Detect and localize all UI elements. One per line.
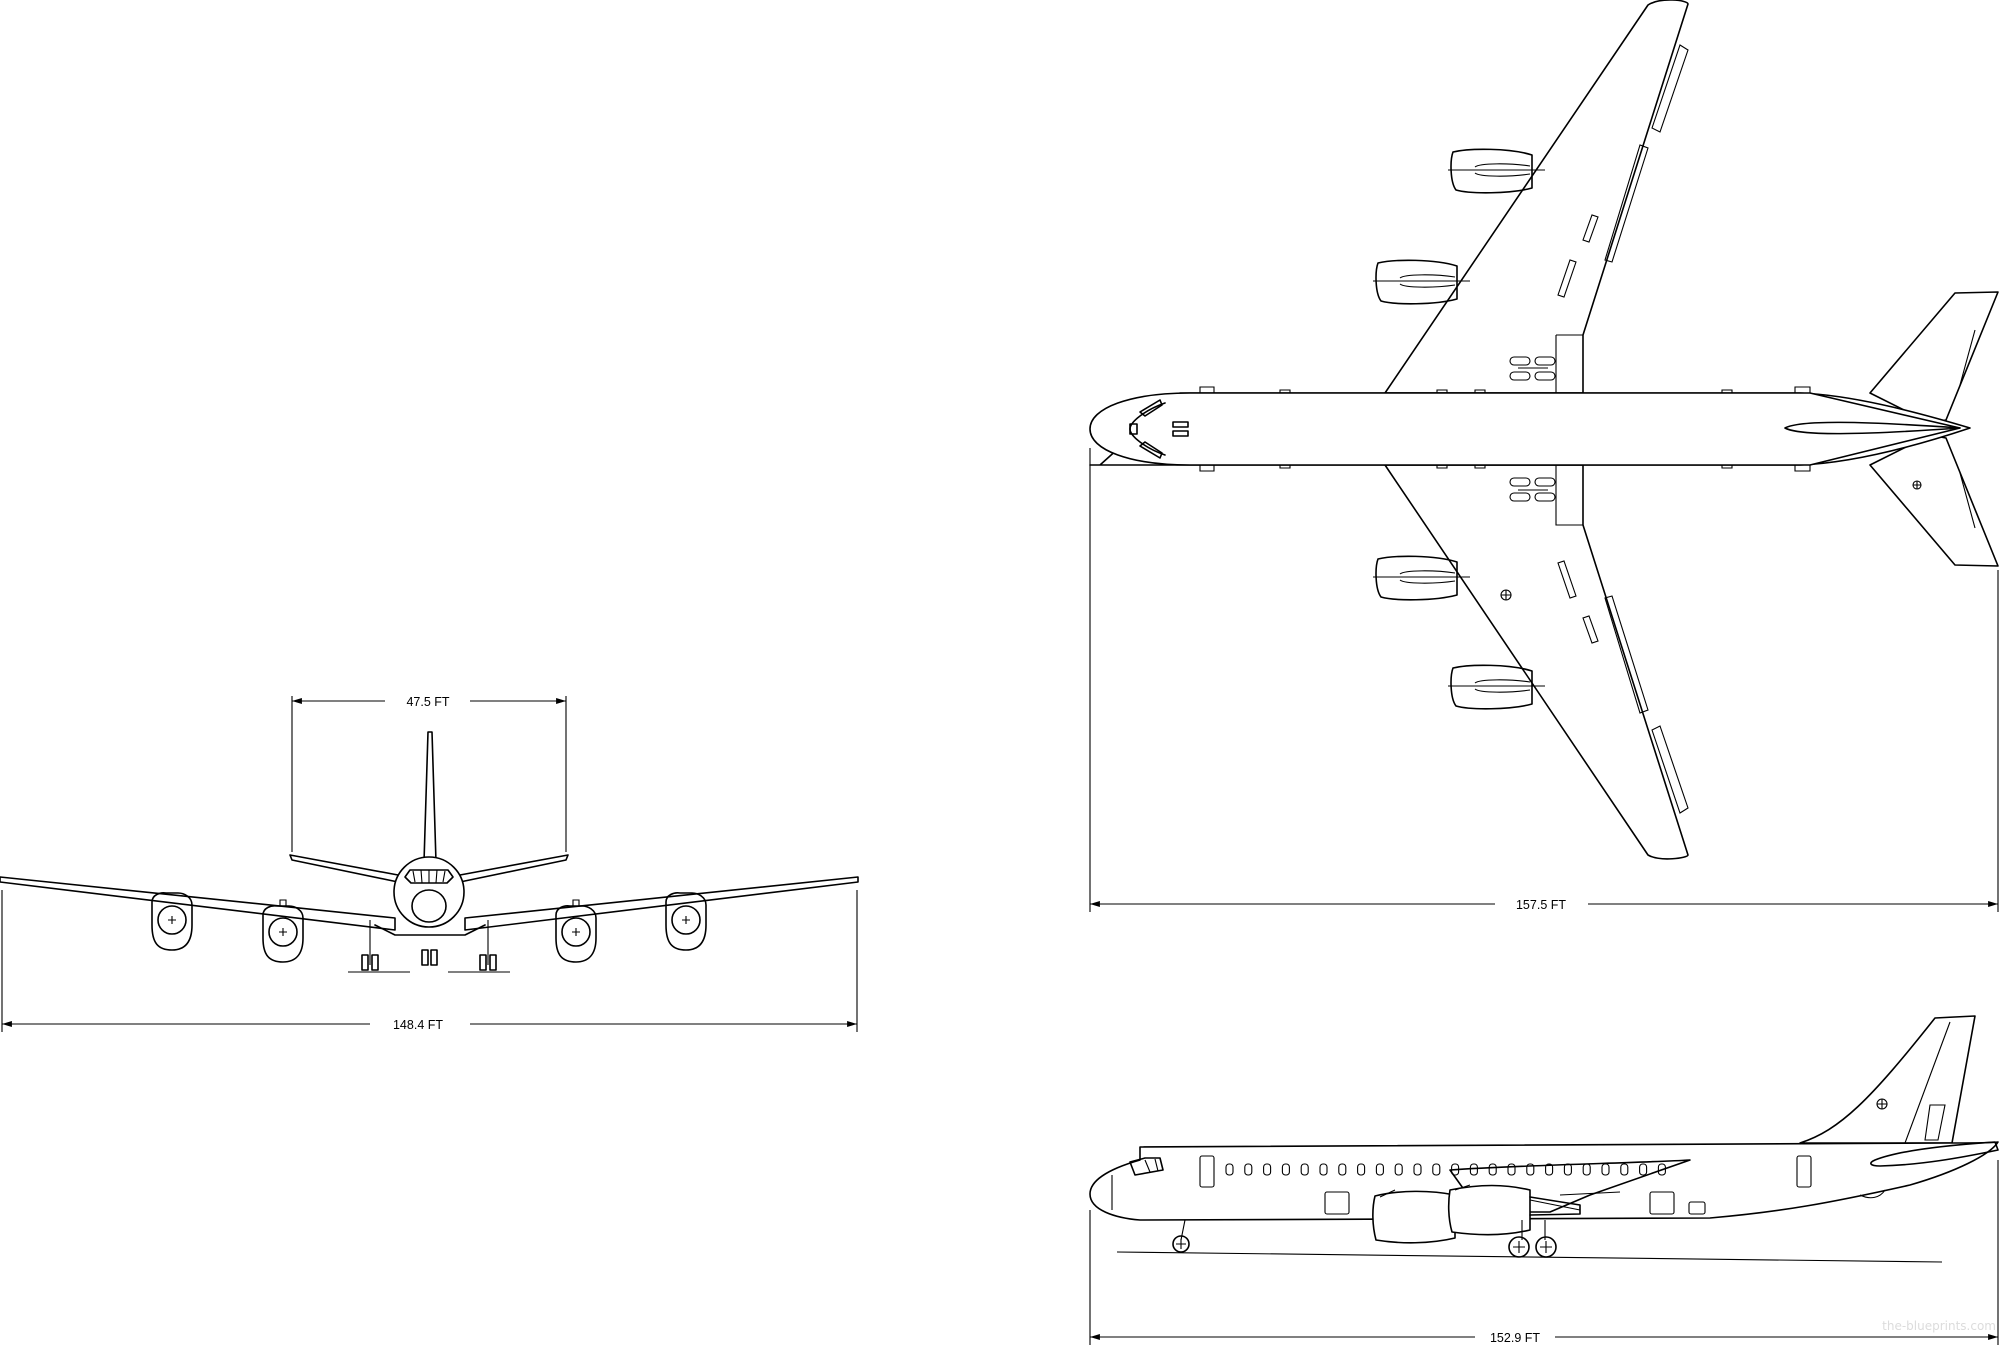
engine-side-2 xyxy=(1447,1184,1531,1236)
engine-front-inner-right xyxy=(555,899,597,963)
cabin-window xyxy=(1639,1163,1648,1176)
gear-bays-top xyxy=(1509,356,1556,502)
engine-top-1 xyxy=(1448,148,1545,194)
dimension-tail-span: 47.5 FT xyxy=(291,695,567,852)
cabin-window xyxy=(1657,1163,1666,1176)
side-length-label: 152.9 FT xyxy=(1490,1331,1540,1345)
cabin-window xyxy=(1281,1163,1290,1176)
engine-front-inner-left xyxy=(262,899,304,963)
dimension-top-span: 157.5 FT xyxy=(1089,448,1999,912)
side-view: 152.9 FT xyxy=(1089,1015,1999,1345)
cabin-window xyxy=(1319,1163,1328,1176)
cabin-window xyxy=(1488,1163,1497,1176)
wing-span-label: 148.4 FT xyxy=(393,1018,443,1032)
engine-front-outer-left xyxy=(151,892,193,951)
cabin-window xyxy=(1244,1163,1253,1176)
cabin-window xyxy=(1300,1163,1309,1176)
engine-top-4 xyxy=(1448,664,1545,710)
cabin-window xyxy=(1545,1163,1554,1176)
cabin-window xyxy=(1526,1163,1535,1176)
cabin-window xyxy=(1263,1163,1272,1176)
dimension-wing-span: 148.4 FT xyxy=(1,890,858,1032)
front-view: 47.5 FT 148.4 FT xyxy=(0,695,859,1032)
engine-top-2 xyxy=(1373,259,1470,305)
watermark-text: the-blueprints.com xyxy=(1882,1319,1996,1333)
cabin-window xyxy=(1432,1163,1441,1176)
engine-front-outer-right xyxy=(665,892,707,951)
landing-gear-front xyxy=(348,920,510,973)
tail-span-label: 47.5 FT xyxy=(406,695,449,709)
engine-side-1 xyxy=(1372,1190,1456,1244)
cabin-window xyxy=(1413,1163,1422,1176)
cabin-window xyxy=(1338,1163,1347,1176)
top-span-label: 157.5 FT xyxy=(1516,898,1566,912)
cabin-window xyxy=(1357,1163,1366,1176)
cabin-window xyxy=(1375,1163,1384,1176)
cabin-window xyxy=(1394,1163,1403,1176)
cabin-window xyxy=(1225,1163,1234,1176)
dimension-side-length: 152.9 FT xyxy=(1089,1160,1999,1345)
top-view: 157.5 FT xyxy=(1089,0,1999,912)
cabin-window xyxy=(1620,1163,1629,1176)
engine-top-3 xyxy=(1373,555,1470,601)
cabin-window xyxy=(1507,1163,1516,1176)
